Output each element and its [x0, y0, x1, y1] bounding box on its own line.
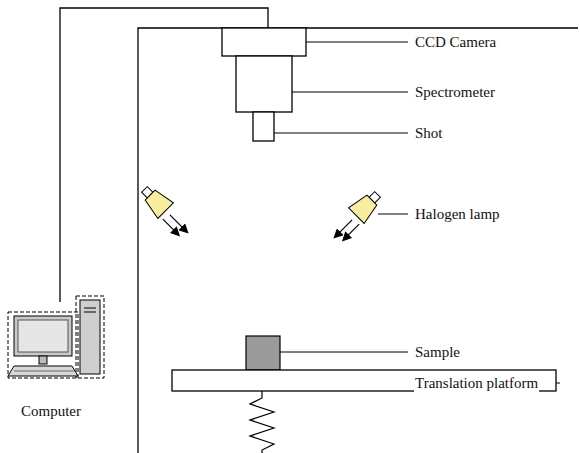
part-label: Shot	[414, 124, 444, 142]
part-label: Halogen lamp	[414, 205, 501, 223]
computer-icon	[8, 296, 104, 378]
part-label: Sample	[414, 343, 461, 361]
halogen-lamp-left	[137, 182, 195, 240]
part-label: Translation platform	[414, 374, 539, 392]
part-label: CCD Camera	[414, 33, 497, 51]
spectrometer	[236, 56, 292, 112]
sample	[246, 336, 280, 370]
spring	[250, 391, 274, 453]
translation-platform	[172, 370, 556, 391]
ccd-camera	[222, 28, 306, 56]
lens-shot	[253, 112, 274, 141]
enclosure	[138, 28, 578, 453]
leader-lines	[274, 42, 560, 383]
halogen-lamp-right	[327, 187, 385, 245]
part-label: Spectrometer	[414, 83, 496, 101]
computer-label: Computer	[20, 402, 82, 420]
